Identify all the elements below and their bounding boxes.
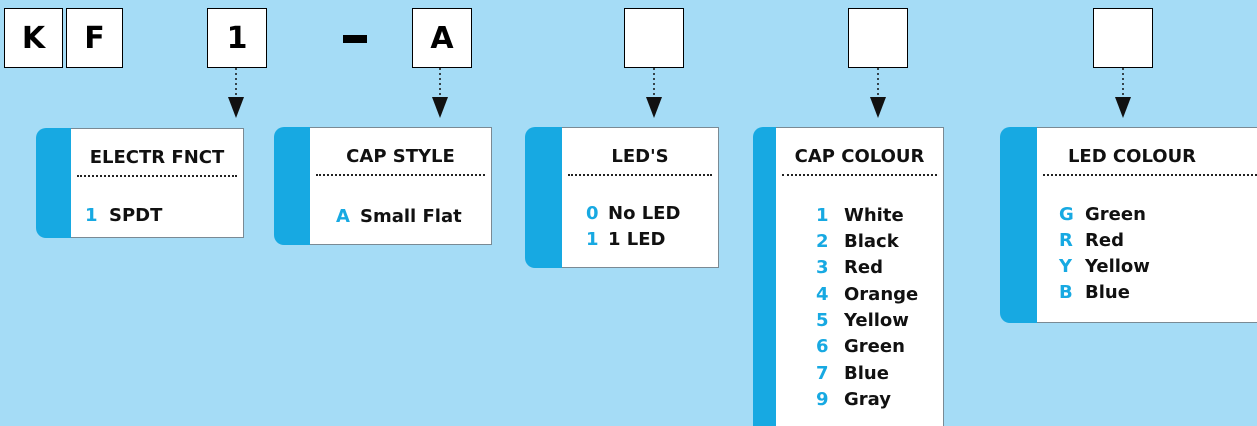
dotted-divider	[782, 174, 937, 176]
option-label: Red	[1085, 230, 1124, 251]
option-key: 3	[816, 257, 829, 278]
option-label: SPDT	[109, 205, 163, 226]
option-key: 2	[816, 231, 829, 252]
option-label: Black	[844, 231, 899, 252]
arrow-head-electr	[228, 97, 244, 118]
option-key: 7	[816, 363, 829, 384]
option-label: Yellow	[844, 310, 909, 331]
option-label: Blue	[1085, 282, 1130, 303]
option-row: 1 SPDT	[85, 205, 162, 226]
option-key: A	[336, 206, 350, 227]
option-row: R Red	[1059, 230, 1124, 251]
panel-title: LED COLOUR	[1067, 146, 1197, 167]
option-row: G Green	[1059, 204, 1146, 225]
panel-leds: LED'S 0 No LED 1 1 LED	[525, 127, 719, 268]
option-key: 6	[816, 336, 829, 357]
option-label: White	[844, 205, 904, 226]
code-box-1: 1	[207, 8, 267, 68]
option-label: Small Flat	[360, 206, 462, 227]
option-key: 1	[85, 205, 98, 226]
option-key: G	[1059, 204, 1074, 225]
option-row: 1 White	[816, 205, 904, 226]
arrow-head-leds	[646, 97, 662, 118]
option-row: 0 No LED	[586, 203, 680, 224]
code-box-f: F	[66, 8, 123, 68]
option-key: 1	[586, 229, 599, 250]
option-row: 9 Gray	[816, 389, 891, 410]
arrow-head-cap-colour	[870, 97, 886, 118]
panel-card: ELECTR FNCT 1 SPDT	[71, 128, 244, 238]
code-box-a: A	[412, 8, 472, 68]
option-label: 1 LED	[608, 229, 666, 250]
option-label: No LED	[608, 203, 681, 224]
panel-led-colour: LED COLOUR G Green R Red Y Yellow B Blue	[1000, 127, 1257, 323]
dotted-divider	[568, 174, 712, 176]
dotted-divider	[316, 174, 485, 176]
option-key: 9	[816, 389, 829, 410]
arrow-head-cap-style	[432, 97, 448, 118]
panel-card: LED'S 0 No LED 1 1 LED	[562, 127, 719, 268]
option-key: 5	[816, 310, 829, 331]
option-row: A Small Flat	[336, 206, 462, 227]
panel-title: CAP STYLE	[346, 146, 455, 167]
option-key: Y	[1059, 256, 1073, 277]
dotted-divider	[77, 175, 237, 177]
panel-title: ELECTR FNCT	[89, 147, 225, 168]
panel-title: LED'S	[611, 146, 669, 167]
panel-electr-fnct: ELECTR FNCT 1 SPDT	[36, 128, 244, 238]
panel-card: CAP STYLE A Small Flat	[310, 127, 492, 245]
option-row: B Blue	[1059, 282, 1130, 303]
option-key: 4	[816, 284, 829, 305]
option-key: R	[1059, 230, 1073, 251]
code-separator-dash	[343, 35, 367, 43]
option-row: 2 Black	[816, 231, 899, 252]
option-key: 0	[586, 203, 599, 224]
option-key: 1	[816, 205, 829, 226]
code-box-k: K	[4, 8, 63, 68]
panel-title: CAP COLOUR	[794, 146, 925, 167]
option-label: Red	[844, 257, 883, 278]
panel-card: LED COLOUR G Green R Red Y Yellow B Blue	[1037, 127, 1257, 323]
option-row: 3 Red	[816, 257, 883, 278]
option-label: Yellow	[1085, 256, 1150, 277]
option-label: Orange	[844, 284, 919, 305]
option-row: 5 Yellow	[816, 310, 909, 331]
option-row: 1 1 LED	[586, 229, 666, 250]
option-row: 6 Green	[816, 336, 905, 357]
option-label: Green	[844, 336, 905, 357]
option-label: Gray	[844, 389, 891, 410]
code-box-blank-cap-colour	[848, 8, 908, 68]
arrow-head-led-colour	[1115, 97, 1131, 118]
option-row: 7 Blue	[816, 363, 889, 384]
option-label: Green	[1085, 204, 1146, 225]
option-row: Y Yellow	[1059, 256, 1150, 277]
panel-cap-style: CAP STYLE A Small Flat	[274, 127, 492, 245]
option-row: 4 Orange	[816, 284, 918, 305]
code-box-blank-led-colour	[1093, 8, 1153, 68]
code-box-blank-leds	[624, 8, 684, 68]
option-label: Blue	[844, 363, 889, 384]
option-key: B	[1059, 282, 1073, 303]
dotted-divider	[1043, 174, 1257, 176]
